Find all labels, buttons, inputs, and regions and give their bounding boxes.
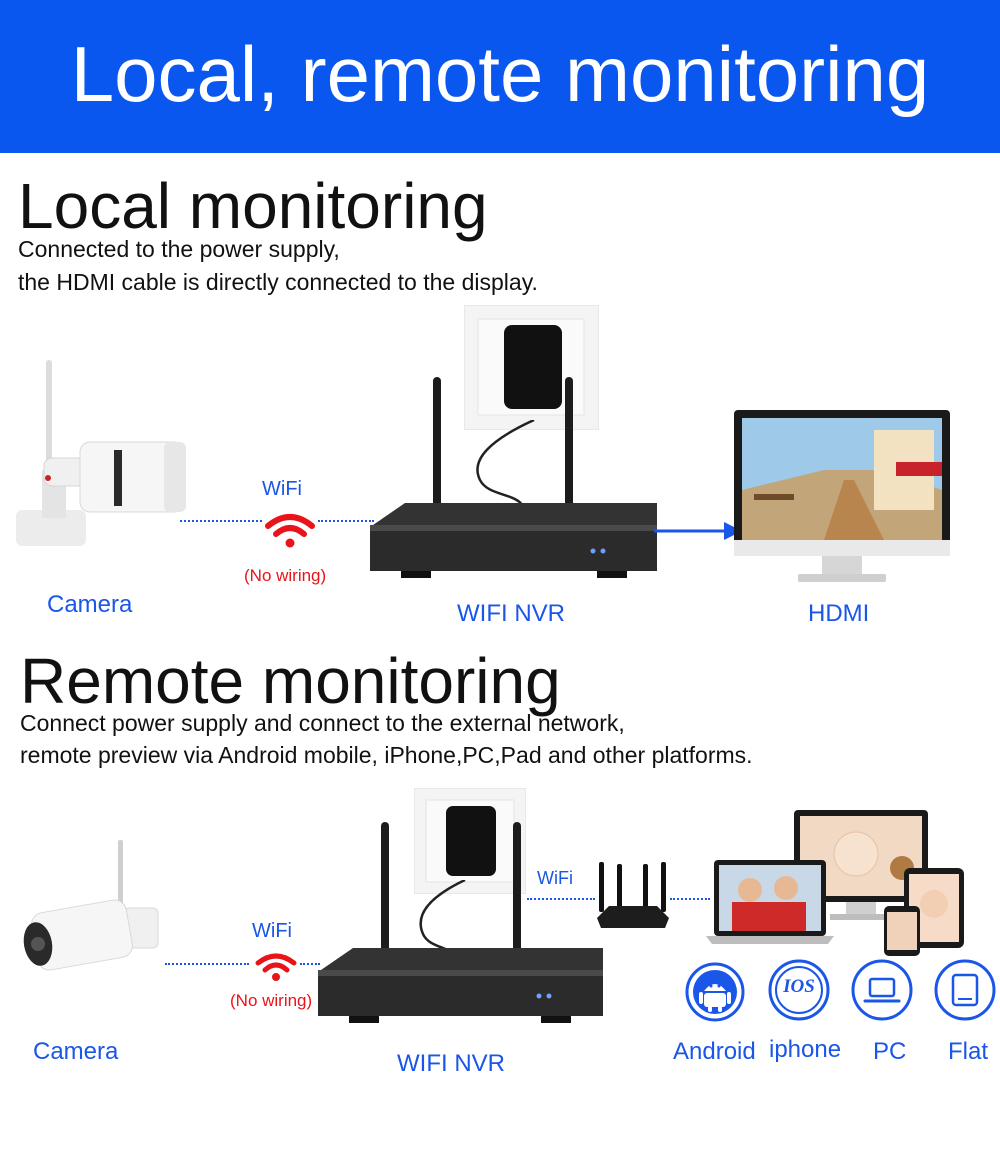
wifi-icon [255, 953, 297, 981]
ios-icon [768, 959, 830, 1021]
local-title: Local monitoring [18, 170, 488, 242]
banner-title: Local, remote monitoring [70, 30, 930, 118]
remote-wifi-label: WiFi [252, 920, 292, 942]
nvr-router-link-line [527, 898, 595, 900]
platform-label-flat: Flat [948, 1038, 989, 1065]
hdmi-label: HDMI [808, 600, 870, 627]
client-devices-image [706, 810, 964, 956]
router-wifi-label: WiFi [537, 868, 573, 888]
wifi-icon [265, 514, 315, 548]
bullet-camera-image [16, 360, 186, 546]
router-image [597, 862, 669, 928]
local-camera-label: Camera [47, 591, 133, 618]
power-socket-image [414, 788, 526, 894]
remote-no-wiring-label: (No wiring) [230, 991, 313, 1010]
remote-nvr-label: WIFI NVR [397, 1050, 505, 1077]
hdmi-arrow [654, 522, 742, 540]
wifi-nvr-device [318, 822, 603, 1023]
local-desc-line1: Connected to the power supply, [18, 236, 340, 262]
tablet-icon [934, 959, 996, 1021]
local-desc-line2: the HDMI cable is directly connected to … [18, 269, 538, 295]
platform-label-pc: PC [873, 1038, 907, 1065]
router-devices-link-line [670, 898, 710, 900]
local-nvr-link-line [318, 520, 374, 522]
wifi-nvr-device [370, 377, 657, 578]
local-wifi-label: WiFi [262, 478, 302, 500]
header-banner [0, 0, 1000, 153]
remote-desc-line1: Connect power supply and connect to the … [20, 710, 625, 736]
remote-desc-line2: remote preview via Android mobile, iPhon… [20, 742, 753, 768]
ios-badge-text: IOS [783, 976, 815, 997]
android-icon [685, 962, 745, 1022]
monitor-image [734, 410, 950, 582]
local-no-wiring-label: (No wiring) [244, 566, 327, 585]
platform-label-android: Android [673, 1038, 756, 1065]
local-nvr-label: WIFI NVR [457, 600, 565, 627]
power-cable [476, 420, 535, 520]
remote-camera-label: Camera [33, 1038, 119, 1065]
remote-camera-link-line [165, 963, 249, 965]
local-camera-link-line [180, 520, 262, 522]
remote-nvr-link-line [300, 963, 320, 965]
remote-title: Remote monitoring [20, 645, 561, 717]
platform-label-iphone: iphone [769, 1036, 842, 1063]
bullet-camera-image [23, 840, 159, 971]
laptop-icon [851, 959, 913, 1021]
